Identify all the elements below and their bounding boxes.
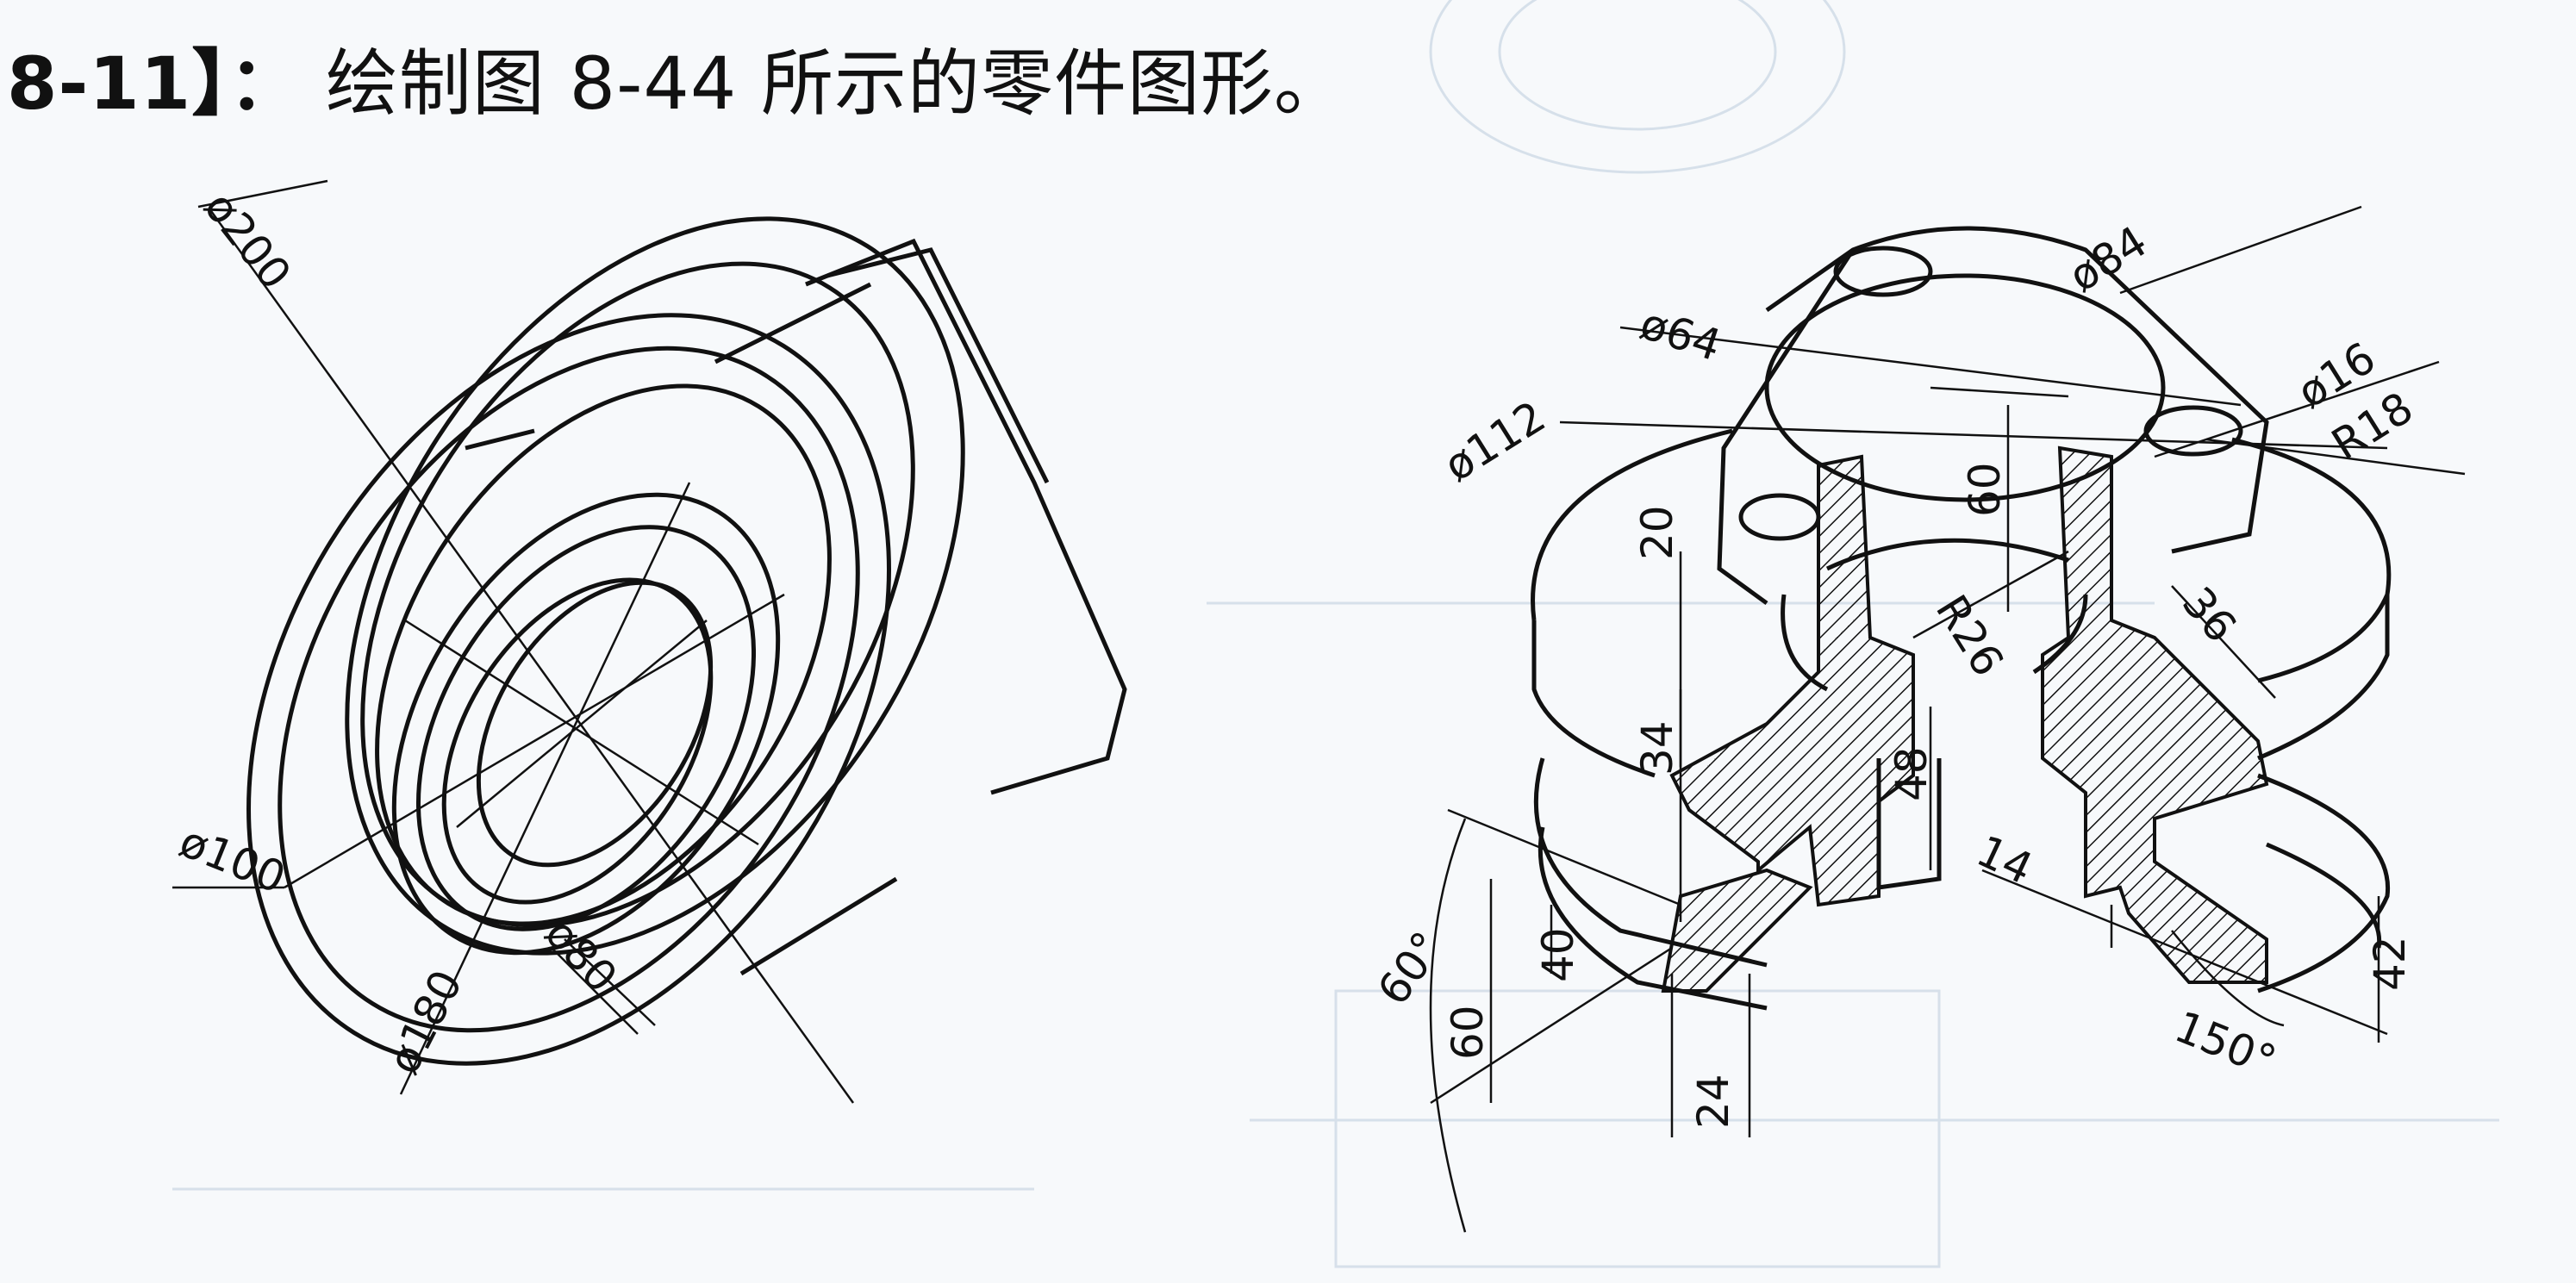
- dim-v40: 40: [1533, 927, 1583, 982]
- section-hatching: [1661, 445, 2269, 993]
- dim-d112: ø112: [1436, 391, 1555, 491]
- dim-v14: 14: [1969, 825, 2040, 894]
- pulley-isometric: [246, 216, 1127, 1066]
- dim-v48: 48: [1887, 746, 1937, 801]
- dim-d64: ø64: [1634, 298, 1727, 371]
- dim-r26: R26: [1926, 587, 2013, 685]
- dim-a150: 150°: [2168, 1001, 2283, 1087]
- left-section-face: [1669, 454, 1915, 907]
- dim-d84: ø84: [2061, 216, 2156, 302]
- part-dimension-lines: [1429, 205, 2466, 1233]
- dim-v42: 42: [2365, 936, 2415, 991]
- pulley-dimension-lines: [172, 179, 855, 1104]
- dim-v20: 20: [1632, 505, 1682, 560]
- problem-instruction: 绘制图 8-44 所示的零件图形。: [325, 41, 1347, 126]
- dim-d100: ø100: [173, 816, 293, 903]
- dim-v60-bottom: 60: [1443, 1005, 1493, 1060]
- problem-heading: 8-11】： 绘制图 8-44 所示的零件图形。: [7, 26, 1347, 130]
- left-flange-face: [1661, 868, 1813, 993]
- right-section-face: [2041, 445, 2269, 984]
- dim-v60-top: 60: [1960, 462, 2010, 517]
- dim-v34: 34: [1632, 720, 1682, 775]
- dim-d200: ø200: [195, 183, 301, 299]
- dim-a60: 60°: [1368, 923, 1452, 1014]
- problem-number: 8-11】：: [7, 41, 303, 126]
- dim-v24: 24: [1688, 1074, 1738, 1129]
- dim-v36: 36: [2173, 577, 2246, 651]
